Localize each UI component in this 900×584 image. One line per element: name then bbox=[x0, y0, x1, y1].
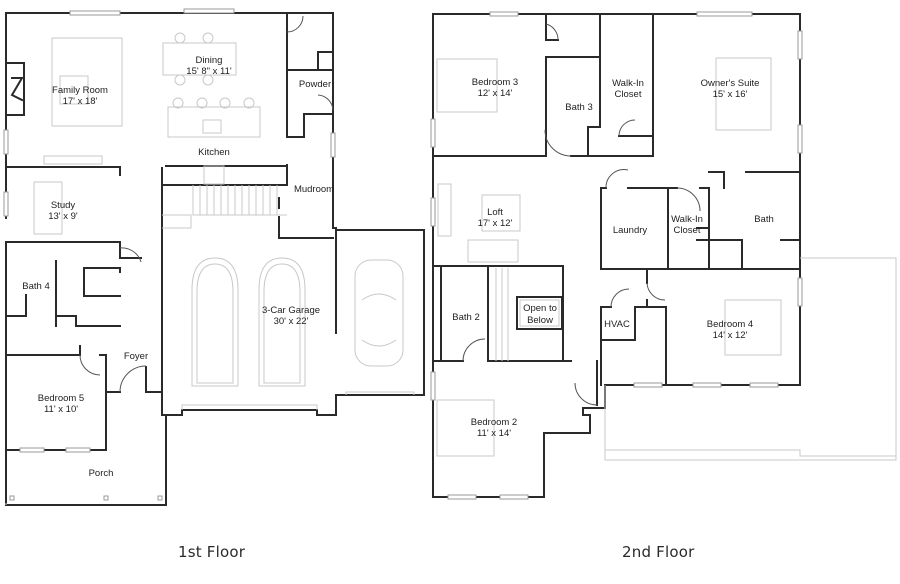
porch-label: Porch bbox=[89, 468, 114, 479]
loft-label: Loft bbox=[487, 207, 503, 218]
bedroom-2-label: Bedroom 2 bbox=[471, 417, 517, 428]
bedroom-4-size: 14' x 12' bbox=[713, 330, 748, 341]
walk-in-closet-top-label-2: Closet bbox=[615, 89, 642, 100]
open-to-below-label-2: Below bbox=[527, 315, 553, 326]
foyer-label: Foyer bbox=[124, 351, 148, 362]
bath-2-label: Bath 2 bbox=[452, 312, 479, 323]
powder-label: Powder bbox=[299, 79, 331, 90]
hvac-label: HVAC bbox=[604, 319, 630, 330]
dining-label: Dining bbox=[196, 55, 223, 66]
bedroom-5-size: 11' x 10' bbox=[44, 404, 78, 415]
family-room-size: 17' x 18' bbox=[63, 96, 98, 107]
walk-in-closet-owner-label-2: Closet bbox=[674, 225, 701, 236]
first-floor-plan bbox=[3, 8, 425, 506]
second-floor-caption: 2nd Floor bbox=[622, 543, 695, 561]
study-label: Study bbox=[51, 200, 76, 211]
open-to-below-label: Open to bbox=[523, 303, 557, 314]
mudroom-label: Mudroom bbox=[294, 184, 334, 195]
family-room-label: Family Room bbox=[52, 85, 108, 96]
bath-3-label: Bath 3 bbox=[565, 102, 592, 113]
laundry-label: Laundry bbox=[613, 225, 648, 236]
owners-suite-label: Owner's Suite bbox=[701, 78, 760, 89]
owner-bath-label: Bath bbox=[754, 214, 774, 225]
second-floor-plan bbox=[430, 11, 897, 500]
walk-in-closet-top-label: Walk-In bbox=[612, 78, 644, 89]
bedroom-3-size: 12' x 14' bbox=[478, 88, 513, 99]
bath-4-label: Bath 4 bbox=[22, 281, 49, 292]
bedroom-2-size: 11' x 14' bbox=[477, 428, 511, 439]
first-floor-caption: 1st Floor bbox=[178, 543, 246, 561]
bedroom-4-label: Bedroom 4 bbox=[707, 319, 753, 330]
garage-label: 3-Car Garage bbox=[262, 305, 320, 316]
room-labels: Family Room 17' x 18' Dining 15' 8" x 11… bbox=[22, 55, 774, 479]
loft-size: 17' x 12' bbox=[478, 218, 513, 229]
walk-in-closet-owner-label: Walk-In bbox=[671, 214, 703, 225]
bedroom-5-label: Bedroom 5 bbox=[38, 393, 84, 404]
dining-size: 15' 8" x 11' bbox=[186, 66, 232, 77]
garage-size: 30' x 22' bbox=[274, 316, 309, 327]
owners-suite-size: 15' x 16' bbox=[713, 89, 748, 100]
study-size: 13' x 9' bbox=[48, 211, 78, 222]
kitchen-label: Kitchen bbox=[198, 147, 230, 158]
bedroom-3-label: Bedroom 3 bbox=[472, 77, 518, 88]
